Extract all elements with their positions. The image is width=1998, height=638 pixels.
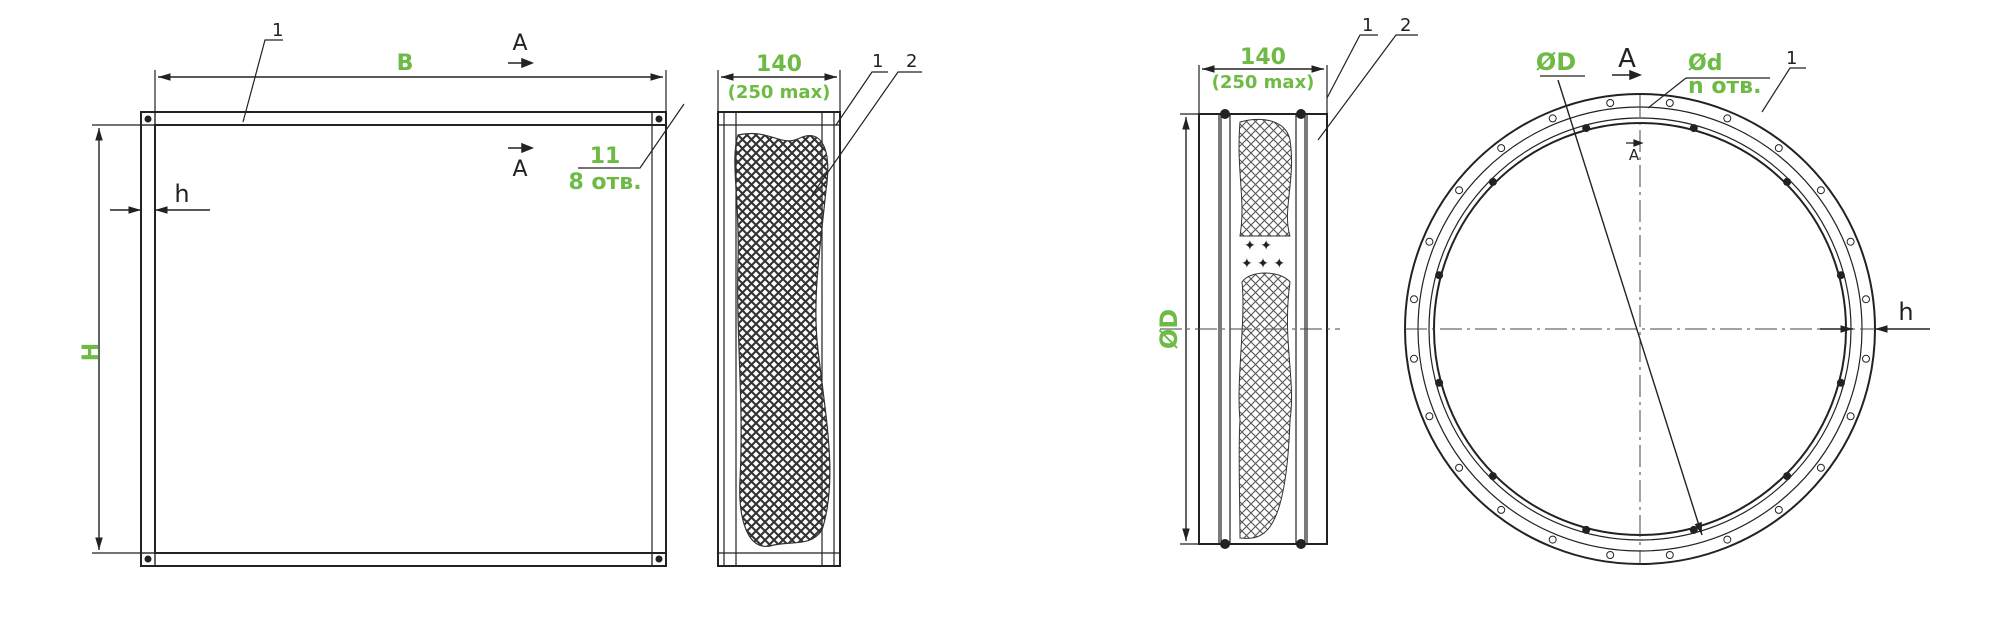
inner-bolt	[1488, 472, 1497, 481]
bolt-hole	[1665, 551, 1674, 559]
bolt-hole	[1455, 463, 1464, 472]
round-front-view: ØD A A Ød n отв. 1 h	[1404, 44, 1930, 565]
section-mark-bottom: A	[512, 157, 527, 182]
round-section-mark-top: A	[1618, 44, 1636, 74]
bolt-hole	[1723, 114, 1732, 123]
round-side-diameter-label: ØD	[1155, 309, 1183, 349]
round-depth-label: 140	[1240, 45, 1286, 70]
bolt-hole	[1606, 99, 1615, 107]
rivet-icon: ✦ ✦ ✦ ✦ ✦	[1220, 109, 1306, 549]
round-side-view: ✦ ✦ ✦ ✦ ✦ 140 (250 max) 1 2 ØD	[1155, 15, 1418, 549]
rect-depth-label: 140	[756, 52, 802, 77]
bolt-hole	[1846, 237, 1855, 246]
inner-bolt	[1783, 472, 1792, 481]
bolt-hole-icon	[1410, 99, 1870, 559]
bolt-hole	[1774, 505, 1783, 514]
bolt-hole	[1665, 99, 1674, 107]
inner-bolt	[1435, 378, 1444, 387]
svg-text:✦ ✦ ✦: ✦ ✦ ✦	[1241, 256, 1285, 272]
rect-side-callout-2: 2	[906, 51, 917, 72]
bolt-hole	[1425, 237, 1434, 246]
rect-side-callout-1: 1	[872, 51, 883, 72]
inner-bolt	[1488, 177, 1497, 186]
round-flange-label: h	[1898, 298, 1913, 326]
round-side-callout-1: 1	[1362, 15, 1373, 36]
bolt-hole	[1497, 144, 1506, 153]
bolt-hole	[1410, 354, 1418, 363]
round-depth-max-label: (250 max)	[1212, 72, 1315, 93]
bolt-hole	[1425, 412, 1434, 421]
bolt-hole	[1410, 295, 1418, 304]
round-hole-count-label: n отв.	[1688, 74, 1761, 99]
round-side-callout-2: 2	[1400, 15, 1411, 36]
dim-height-label: H	[79, 343, 104, 361]
bolt-hole	[1862, 354, 1870, 363]
round-callout-1: 1	[1786, 48, 1797, 69]
inner-bolt	[1689, 525, 1698, 534]
dim-width-label: B	[397, 51, 414, 76]
inner-bolt	[1582, 124, 1591, 133]
rect-depth-max-label: (250 max)	[728, 82, 831, 103]
bolt-hole	[1497, 505, 1506, 514]
flexible-insert-mesh	[734, 132, 831, 547]
rect-side-view: 140 (250 max) 1 2	[717, 51, 922, 567]
inner-bolt	[1689, 124, 1698, 133]
bolt-hole	[1774, 144, 1783, 153]
bolt-hole	[1862, 295, 1870, 304]
bolt-hole	[1723, 535, 1732, 544]
callout-1-label: 1	[272, 20, 283, 41]
section-mark-top: A	[512, 31, 527, 56]
inner-bolt	[1836, 271, 1845, 280]
inner-bolt	[1582, 525, 1591, 534]
inner-bolt	[1435, 271, 1444, 280]
hole-count-label: 8 отв.	[568, 170, 641, 195]
hole-size-label: 11	[590, 144, 621, 169]
round-diameter-label: ØD	[1536, 48, 1576, 76]
inner-bolt	[1783, 177, 1792, 186]
bolt-hole	[1606, 551, 1615, 559]
bolt-hole	[1816, 186, 1825, 195]
bolt-hole	[1548, 535, 1557, 544]
svg-text:✦ ✦: ✦ ✦	[1244, 238, 1272, 254]
bolt-hole	[1548, 114, 1557, 123]
bolt-hole	[1455, 186, 1464, 195]
corner-hole-icon	[140, 111, 667, 567]
inner-bolt	[1836, 378, 1845, 387]
inner-bolt-icon	[1435, 124, 1845, 534]
round-hole-size-label: Ød	[1688, 51, 1722, 76]
round-section-mark-bottom: A	[1629, 146, 1640, 164]
bolt-hole	[1846, 412, 1855, 421]
rect-front-view: B 1 A A 11 8 отв. H h	[79, 20, 685, 567]
bolt-hole	[1816, 463, 1825, 472]
dim-flange-label: h	[174, 180, 189, 208]
